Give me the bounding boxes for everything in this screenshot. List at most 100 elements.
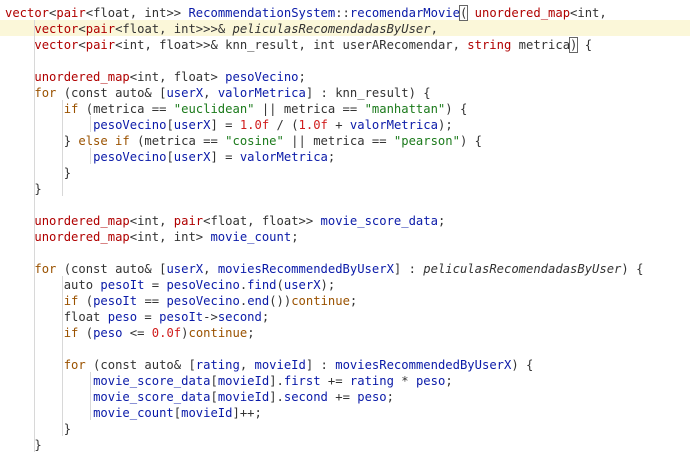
code-token: if: [63, 102, 79, 116]
code-token: peso: [107, 310, 138, 324]
code-token: }: [5, 182, 42, 196]
code-line[interactable]: pesoVecino[userX] = 1.0f / (1.0f + valor…: [5, 117, 453, 133]
code-token: <int, float>: [129, 70, 226, 84]
code-token: continue: [291, 294, 350, 308]
code-token: 1.0f: [239, 118, 270, 132]
code-token: (: [78, 326, 94, 340]
indent-guide: [90, 372, 91, 420]
code-token: movie_score_data: [93, 390, 211, 404]
code-token: ;: [291, 230, 299, 244]
code-line[interactable]: movie_score_data[movieId].first += ratin…: [5, 373, 453, 389]
code-token: 0.0f: [151, 326, 182, 340]
code-token: (metrica ==: [78, 102, 174, 116]
code-token: unordered_map: [34, 214, 130, 228]
code-token: 1.0f: [298, 118, 328, 132]
code-token: <float, int>>: [85, 6, 189, 20]
code-token: ]++;: [232, 406, 262, 420]
code-token: ==: [137, 294, 167, 308]
code-token: [: [173, 406, 182, 420]
code-token: userX: [173, 150, 211, 164]
code-token: ] =: [210, 118, 240, 132]
code-line[interactable]: pesoVecino[userX] = valorMetrica;: [5, 149, 335, 165]
code-token: ].: [269, 390, 284, 404]
code-line[interactable]: }: [5, 181, 42, 197]
code-token: ,: [430, 22, 438, 36]
code-token: ] =: [210, 150, 240, 164]
code-line[interactable]: auto pesoIt = pesoVecino.find(userX);: [5, 277, 336, 293]
code-token: *: [393, 374, 416, 388]
code-token: <int, float>>& knn_result, int userAReco…: [115, 38, 468, 52]
code-token: ): [568, 37, 579, 53]
code-line[interactable]: unordered_map<int, float> pesoVecino;: [5, 69, 306, 85]
code-line[interactable]: vector<pair<float, int>>>& peliculasReco…: [5, 21, 438, 37]
code-token: vector: [34, 22, 79, 36]
code-token: pesoVecino: [225, 70, 299, 84]
code-token: ;: [247, 326, 255, 340]
code-token: pesoIt: [100, 278, 145, 292]
code-line[interactable]: if (peso <= 0.0f)continue;: [5, 325, 255, 341]
code-line[interactable]: }: [5, 165, 71, 181]
code-token: [: [166, 118, 174, 132]
code-token: ].: [269, 374, 284, 388]
code-token: rating: [195, 358, 240, 372]
code-line[interactable]: float peso = pesoIt->second;: [5, 309, 270, 325]
code-token: ;: [298, 70, 306, 84]
code-token: movie_count: [93, 406, 174, 420]
code-line[interactable]: vector<pair<float, int>> RecommendationS…: [5, 5, 607, 21]
code-token: <int,: [129, 214, 174, 228]
code-token: pair: [56, 6, 86, 20]
code-token: if: [63, 294, 79, 308]
code-token: movieId: [181, 406, 233, 420]
code-token: [5, 150, 93, 164]
code-token: pesoVecino: [93, 150, 167, 164]
code-token: [: [166, 150, 174, 164]
code-token: first: [283, 374, 321, 388]
code-token: ] :: [393, 262, 424, 276]
code-token: <float, int>>>&: [115, 22, 233, 36]
code-token: );: [437, 118, 453, 132]
code-token: [5, 102, 64, 116]
code-token: .: [239, 278, 248, 292]
code-token: {: [577, 38, 593, 52]
code-token: movieId: [217, 374, 270, 388]
code-token: [: [210, 390, 218, 404]
code-token: continue: [188, 326, 248, 340]
code-line[interactable]: }: [5, 437, 41, 453]
code-line[interactable]: }: [5, 421, 71, 437]
code-token: ) {: [445, 102, 468, 116]
code-token: userX: [173, 118, 211, 132]
code-line[interactable]: if (pesoIt == pesoVecino.end())continue;: [5, 293, 358, 309]
code-token: +: [327, 118, 350, 132]
code-line[interactable]: [5, 453, 12, 469]
code-token: else if: [78, 134, 130, 148]
code-token: ;: [261, 310, 270, 324]
code-token: <: [78, 38, 86, 52]
code-line[interactable]: movie_count[movieId]++;: [5, 405, 262, 421]
code-token: movie_score_data: [320, 214, 438, 228]
code-token: pesoVecino: [166, 294, 240, 308]
code-line[interactable]: if (metrica == "euclidean" || metrica ==…: [5, 101, 468, 117]
code-token: float: [5, 310, 108, 324]
code-token: valorMetrica: [239, 150, 328, 164]
code-token: movieId: [217, 390, 270, 404]
code-token: ] :: [305, 358, 336, 372]
code-token: movie_count: [210, 230, 292, 244]
code-line[interactable]: } else if (metrica == "cosine" || metric…: [5, 133, 482, 149]
code-line[interactable]: vector<pair<int, float>>& knn_result, in…: [5, 37, 592, 53]
code-token: }: [5, 422, 72, 436]
code-line[interactable]: for (const auto& [userX, moviesRecommend…: [5, 261, 643, 277]
code-token: ::: [335, 6, 350, 20]
code-line[interactable]: unordered_map<int, pair<float, float>> m…: [5, 213, 445, 229]
code-line[interactable]: for (const auto& [rating, movieId] : mov…: [5, 357, 534, 373]
code-line[interactable]: movie_score_data[movieId].second += peso…: [5, 389, 394, 405]
code-token: }: [5, 134, 79, 148]
code-line[interactable]: unordered_map<int, int> movie_count;: [5, 229, 299, 245]
code-token: =: [137, 310, 160, 324]
code-line[interactable]: for (const auto& [userX, valorMetrica] :…: [5, 85, 430, 101]
code-token: <: [78, 22, 86, 36]
code-token: (const auto& [: [85, 358, 196, 372]
code-token: [5, 118, 93, 132]
code-token: [5, 262, 34, 276]
code-token: +=: [327, 390, 358, 404]
